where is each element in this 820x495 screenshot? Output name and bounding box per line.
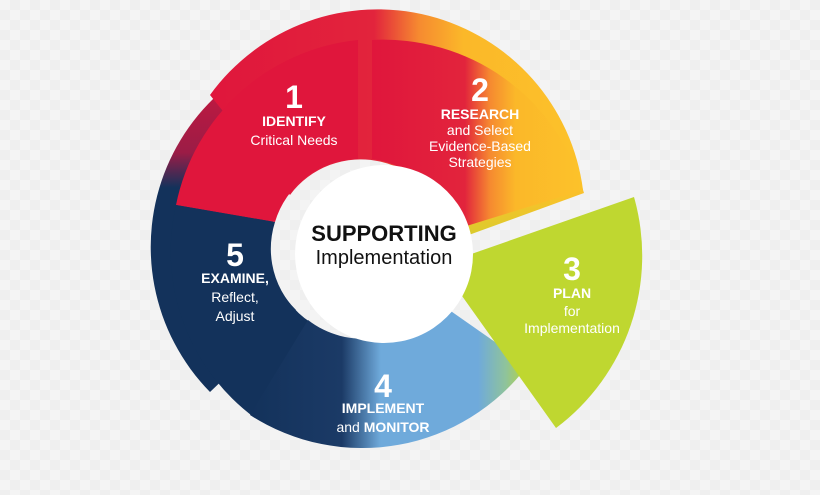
segment-examine — [170, 205, 310, 418]
step-implement: 4 IMPLEMENT and MONITOR — [336, 368, 429, 435]
segment-implement — [250, 300, 528, 449]
center-circle — [295, 165, 473, 343]
center-subtitle: Implementation — [316, 247, 453, 269]
center-title: SUPPORTING — [311, 221, 456, 246]
step-number: 4 — [374, 368, 392, 404]
step-text: Implementation — [524, 320, 620, 336]
step-research: 2 RESEARCH and Select Evidence-Based Str… — [429, 72, 531, 170]
step-heading: PLAN — [553, 285, 591, 301]
step-heading: IMPLEMENT — [342, 400, 425, 416]
step-text-line: and MONITOR — [336, 419, 429, 435]
step-text: Adjust — [216, 308, 255, 324]
step-identify: 1 IDENTIFY Critical Needs — [250, 79, 337, 148]
step-text: and Select — [447, 122, 513, 138]
step-number: 1 — [285, 79, 303, 115]
step-text: Reflect, — [211, 289, 258, 305]
step-heading: RESEARCH — [441, 106, 520, 122]
step-number: 3 — [563, 251, 581, 287]
step-text: Critical Needs — [250, 132, 337, 148]
step-text: Evidence-Based — [429, 138, 531, 154]
step-plan: 3 PLAN for Implementation — [524, 251, 620, 336]
step-number: 2 — [471, 72, 489, 108]
step-examine: 5 EXAMINE, Reflect, Adjust — [201, 237, 269, 324]
step-heading-2: MONITOR — [364, 419, 430, 435]
step-text: and — [336, 419, 359, 435]
segment-identify — [176, 40, 358, 222]
segment-plan — [440, 197, 643, 428]
step-text: Strategies — [448, 154, 511, 170]
step-heading: EXAMINE, — [201, 270, 269, 286]
step-text: for — [564, 303, 581, 319]
step-number: 5 — [226, 237, 244, 273]
step-heading: IDENTIFY — [262, 113, 326, 129]
